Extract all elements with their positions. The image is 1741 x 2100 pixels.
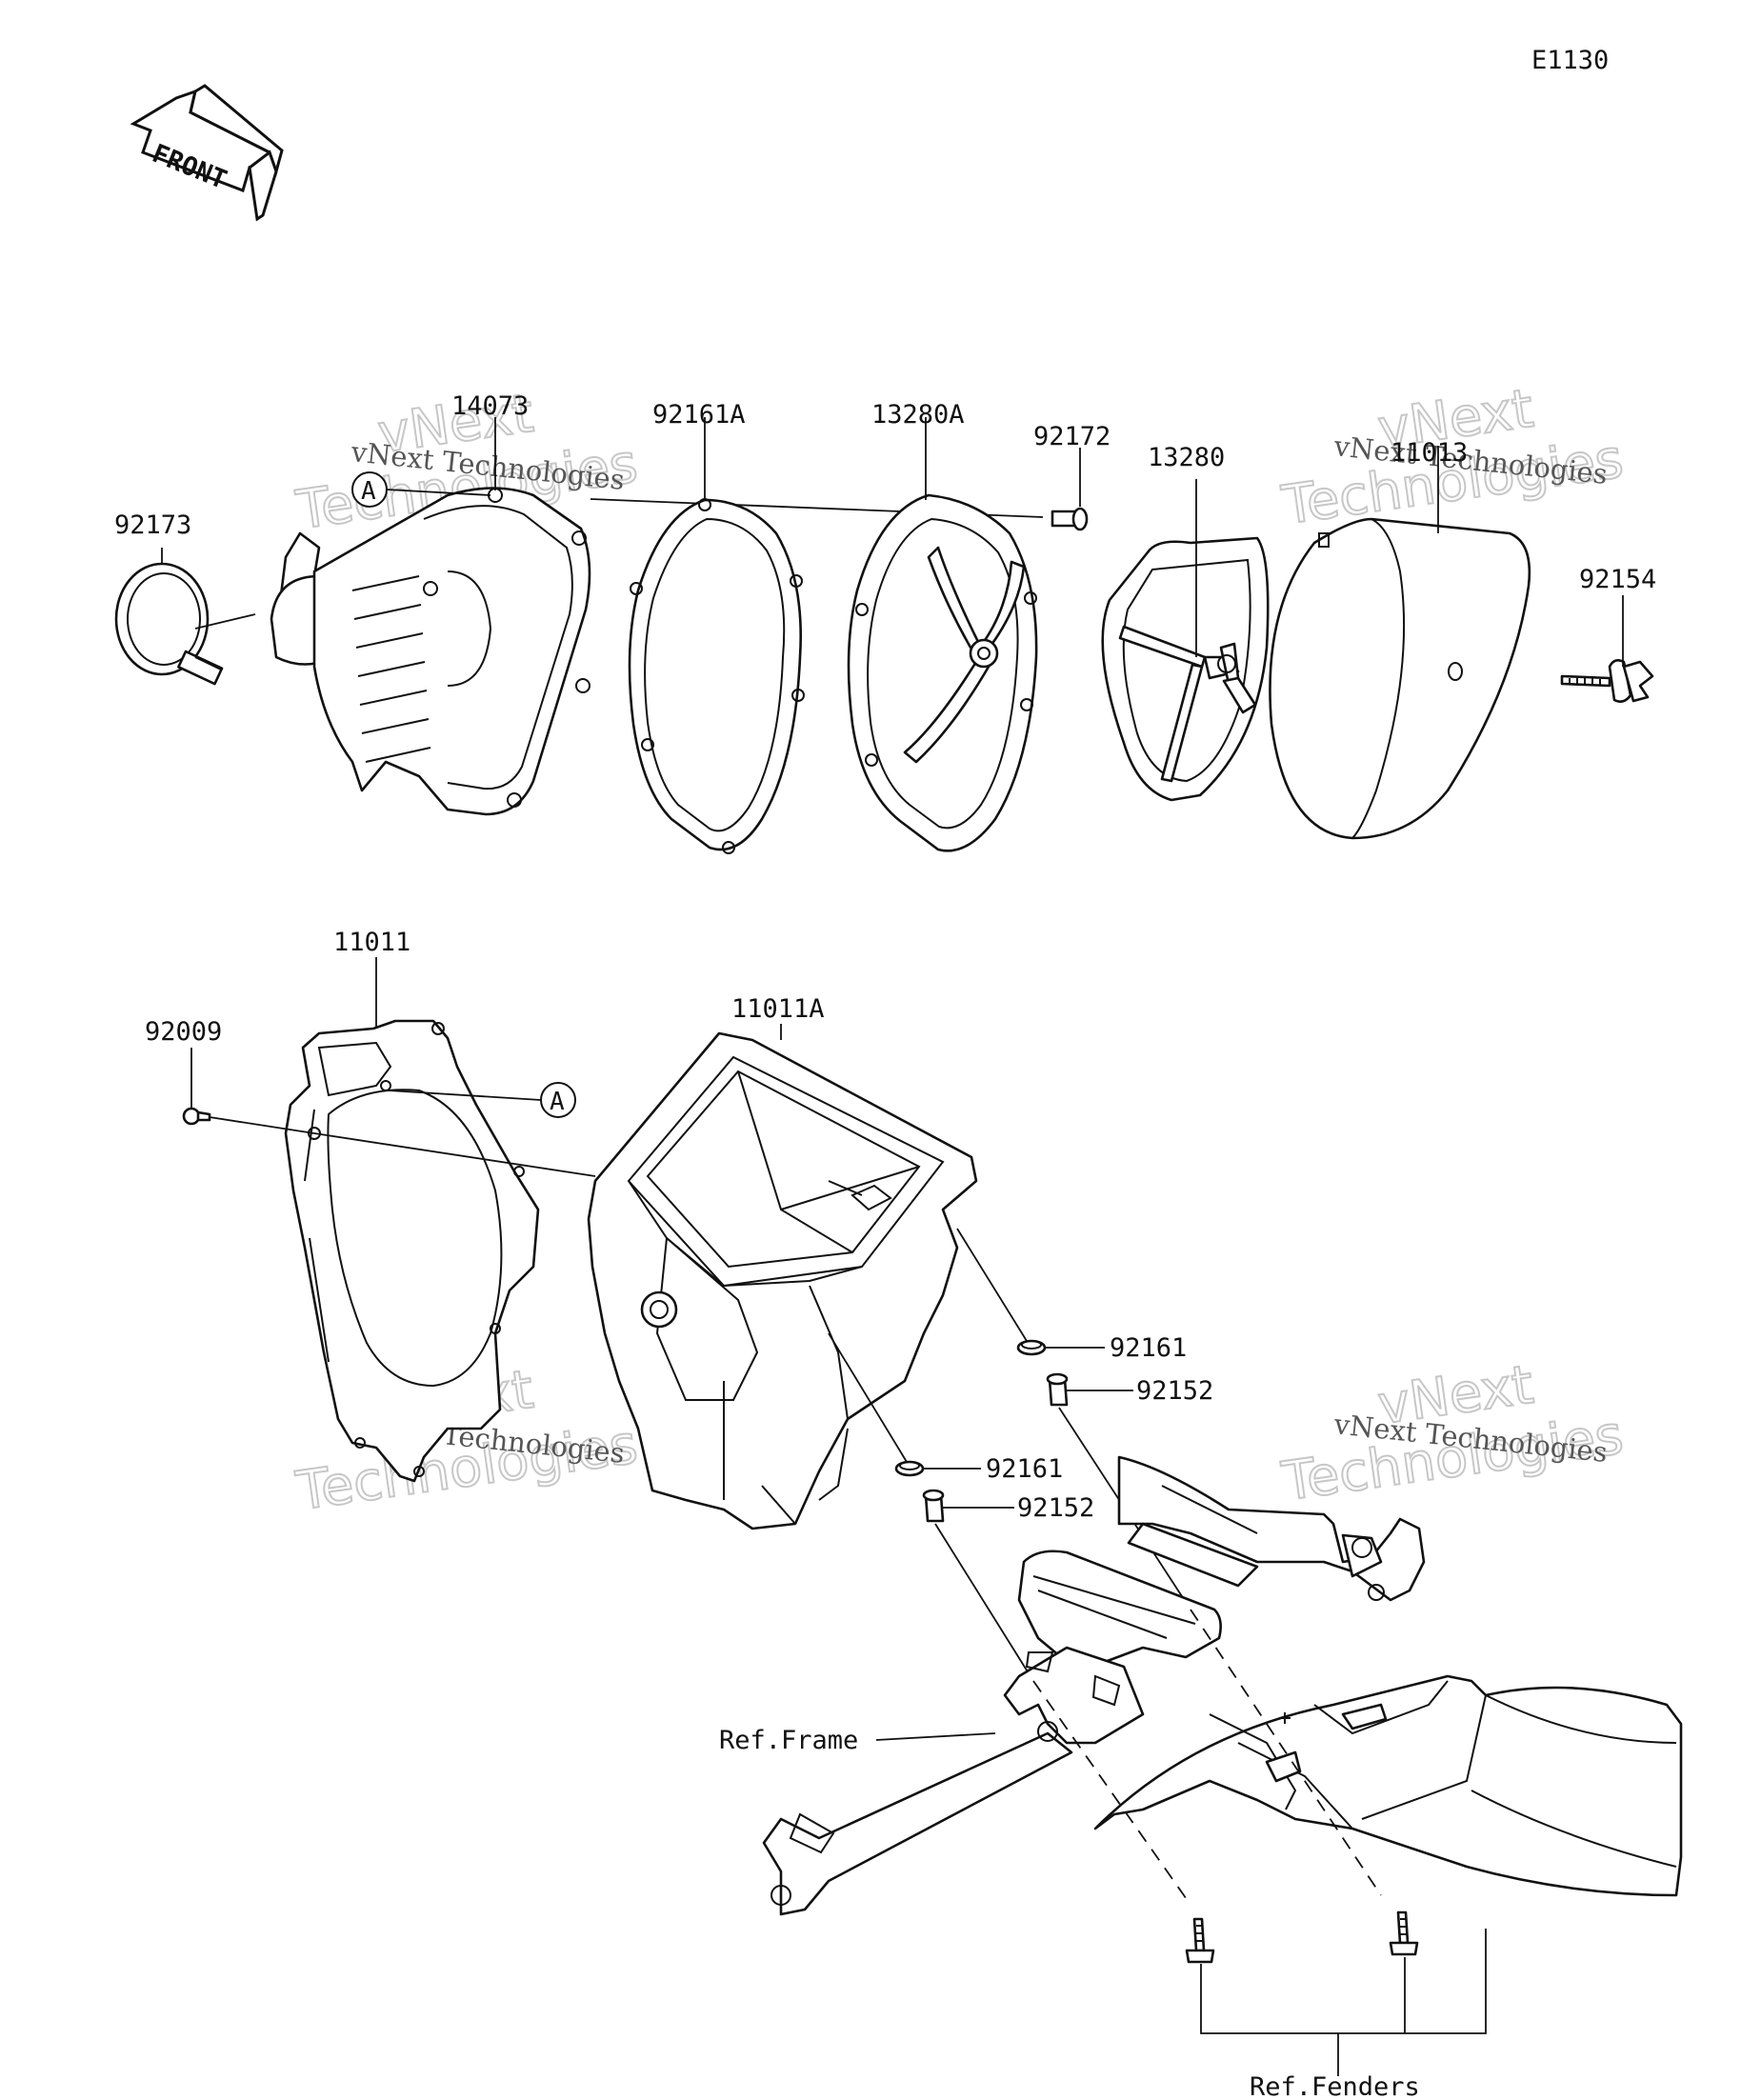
- leader-92009-to-cover: [209, 1116, 315, 1134]
- watermark-bottom-right: vNext Technologies vNext Technologies: [1277, 1353, 1628, 1514]
- part-11011-side-cover: [284, 1019, 540, 1483]
- label-92161-upper: 92161: [1110, 1333, 1187, 1363]
- leader-ref-a-top: [386, 489, 491, 496]
- part-92172-screw: [1051, 507, 1089, 531]
- ref-marker-a-bottom-label: A: [550, 1088, 565, 1116]
- part-92173-clamp: [114, 562, 224, 686]
- label-92161a: 92161A: [652, 400, 746, 430]
- duct-fins: [351, 575, 431, 763]
- label-14073: 14073: [451, 391, 529, 421]
- part-92154-wing-bolt: [1560, 659, 1654, 703]
- part-92152-lower-collar: [922, 1489, 945, 1523]
- label-92154: 92154: [1579, 565, 1656, 594]
- leader-ref-a-bottom: [388, 1090, 542, 1101]
- fender-bolt-left: [1185, 1917, 1215, 1964]
- part-92161a-gasket: [628, 498, 805, 854]
- leader-lower-collar-down: [934, 1523, 1034, 1682]
- part-92152-upper-collar: [1046, 1372, 1069, 1407]
- leader-92173-to-holder: [194, 613, 256, 630]
- part-13280a-cage: [847, 493, 1038, 852]
- label-92173: 92173: [114, 510, 191, 540]
- front-arrow-icon: FRONT: [130, 84, 284, 222]
- diagram-code: E1130: [1531, 46, 1609, 75]
- label-92152-lower: 92152: [1017, 1493, 1094, 1523]
- part-11011a-airbox: [587, 1031, 978, 1530]
- label-ref-fenders: Ref.Fenders: [1250, 2072, 1420, 2100]
- part-11013-filter-element: [1269, 517, 1531, 840]
- part-14073-duct: [270, 487, 591, 816]
- label-92172: 92172: [1033, 422, 1111, 451]
- leader-cover-to-airbox: [313, 1132, 596, 1177]
- label-13280: 13280: [1148, 443, 1225, 472]
- fender-bolt-right: [1389, 1910, 1419, 1956]
- leader-airbox-to-92161-upper: [956, 1228, 1028, 1342]
- part-92161-lower-grommet: [894, 1460, 925, 1477]
- part-13280-filter-cage: [1101, 536, 1270, 802]
- ref-marker-a-bottom: A: [540, 1082, 576, 1118]
- label-11011: 11011: [333, 928, 410, 957]
- part-92161-upper-grommet: [1016, 1339, 1047, 1356]
- label-11011a: 11011A: [731, 994, 825, 1024]
- label-92161-lower: 92161: [986, 1454, 1063, 1484]
- label-13280a: 13280A: [871, 400, 965, 430]
- ref-marker-a-top-label: A: [361, 477, 376, 506]
- label-92152-upper: 92152: [1136, 1376, 1213, 1406]
- ref-marker-a-top: A: [351, 471, 388, 508]
- ref-frame-subframe: [762, 1455, 1426, 1916]
- leader-ref-frame: [875, 1732, 996, 1741]
- label-11013: 11013: [1391, 438, 1468, 468]
- label-ref-frame: Ref.Frame: [719, 1726, 858, 1755]
- label-92009: 92009: [145, 1017, 222, 1047]
- part-92009-screw: [182, 1107, 211, 1126]
- dash-fender-upper: [1190, 1609, 1382, 1896]
- ref-fenders-rear-fender: [1093, 1674, 1683, 1897]
- leader-airbox-to-92161-lower: [828, 1332, 908, 1463]
- bracket-fenders: [1200, 1929, 1487, 2034]
